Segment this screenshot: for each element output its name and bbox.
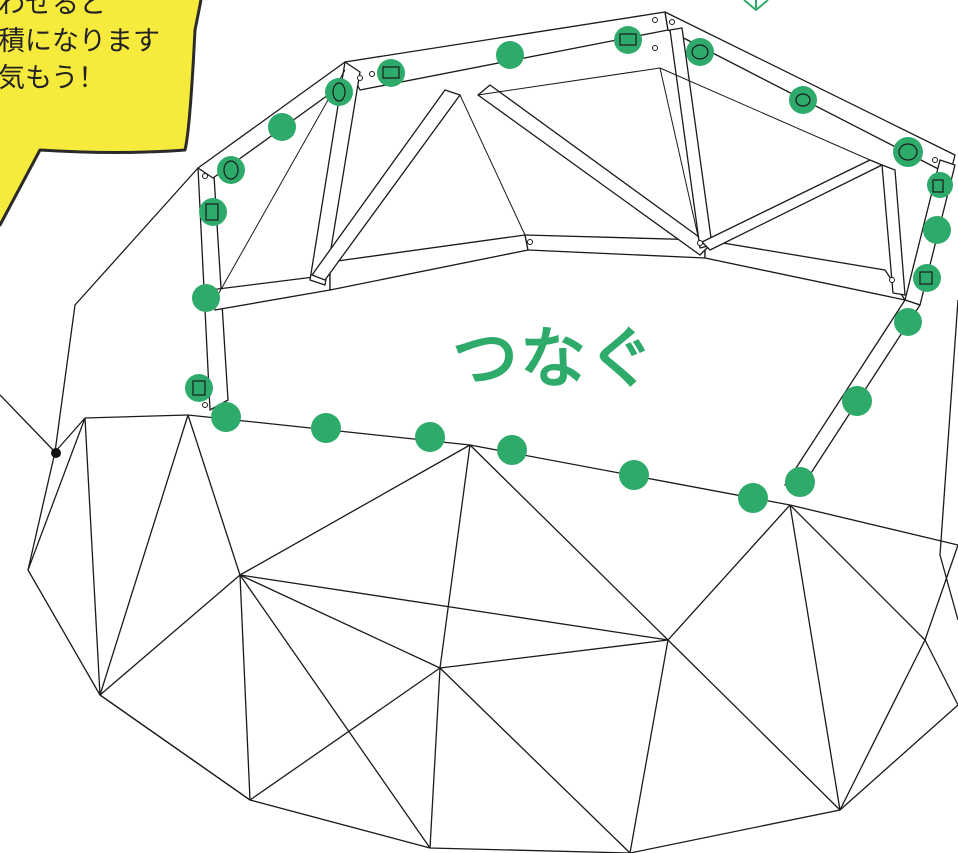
connector-dot-icons: [192, 33, 944, 396]
connector-dots-join: [211, 386, 872, 513]
callout-bubble: [0, 0, 203, 227]
dome-wireframe: [0, 167, 958, 853]
callout-line-3: 気もう！: [0, 63, 106, 94]
vertex-marker: [51, 448, 61, 458]
upper-frame: [197, 11, 956, 491]
callout-text: わせると 積になります 気もう！: [0, 0, 160, 97]
callout-line-2: 積になります: [0, 26, 160, 57]
connect-label: つなぐ: [452, 320, 656, 397]
down-arrow-icon: [743, 0, 769, 12]
inner-wires: [214, 67, 871, 301]
callout-line-1: わせると: [0, 0, 106, 20]
